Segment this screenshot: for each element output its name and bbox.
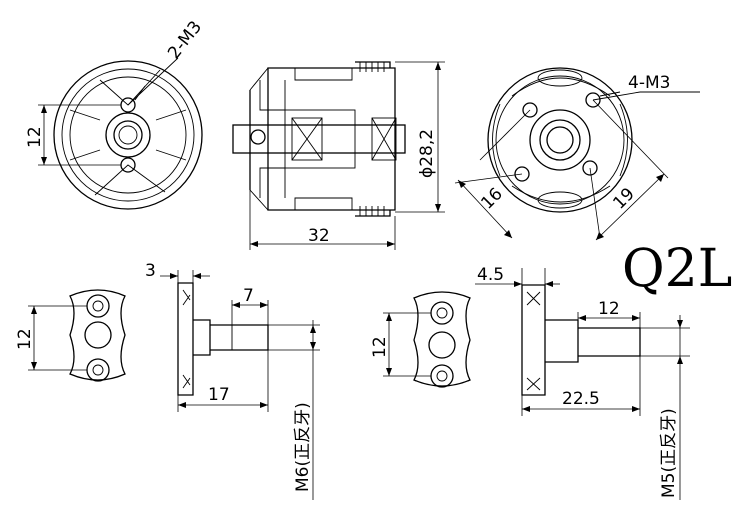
m6-spacing-label: 12 [15, 328, 35, 350]
length-label: 32 [308, 226, 330, 246]
motor-rear-view [454, 67, 700, 241]
m5-shaft-label: 12 [598, 299, 620, 319]
m5-spacing-label: 12 [370, 336, 390, 358]
adapter-m5-side [475, 268, 690, 500]
m6-total-label: 17 [208, 385, 230, 405]
m5-thread-label: M5(正反牙) [659, 408, 679, 498]
diameter-label: ϕ28,2 [417, 129, 437, 178]
adapter-m6-face [28, 289, 126, 382]
motor-side-view [232, 61, 445, 250]
m6-flange-label: 3 [145, 261, 156, 281]
m5-flange-label: 4.5 [477, 265, 504, 285]
motor-front-view [38, 57, 203, 210]
model-name: Q2L [622, 239, 732, 299]
m6-thread-label: M6(正反牙) [293, 402, 313, 492]
rear-holes-label: 4-M3 [628, 73, 670, 93]
rear-spacing-a-label: 16 [477, 184, 506, 213]
m5-total-label: 22.5 [562, 389, 600, 409]
adapter-m5-face [383, 291, 471, 388]
m6-shaft-label: 7 [243, 286, 254, 306]
adapter-m6-side [160, 270, 320, 500]
front-holes-label: 2-M3 [164, 17, 206, 63]
front-spacing-label: 12 [25, 126, 45, 148]
